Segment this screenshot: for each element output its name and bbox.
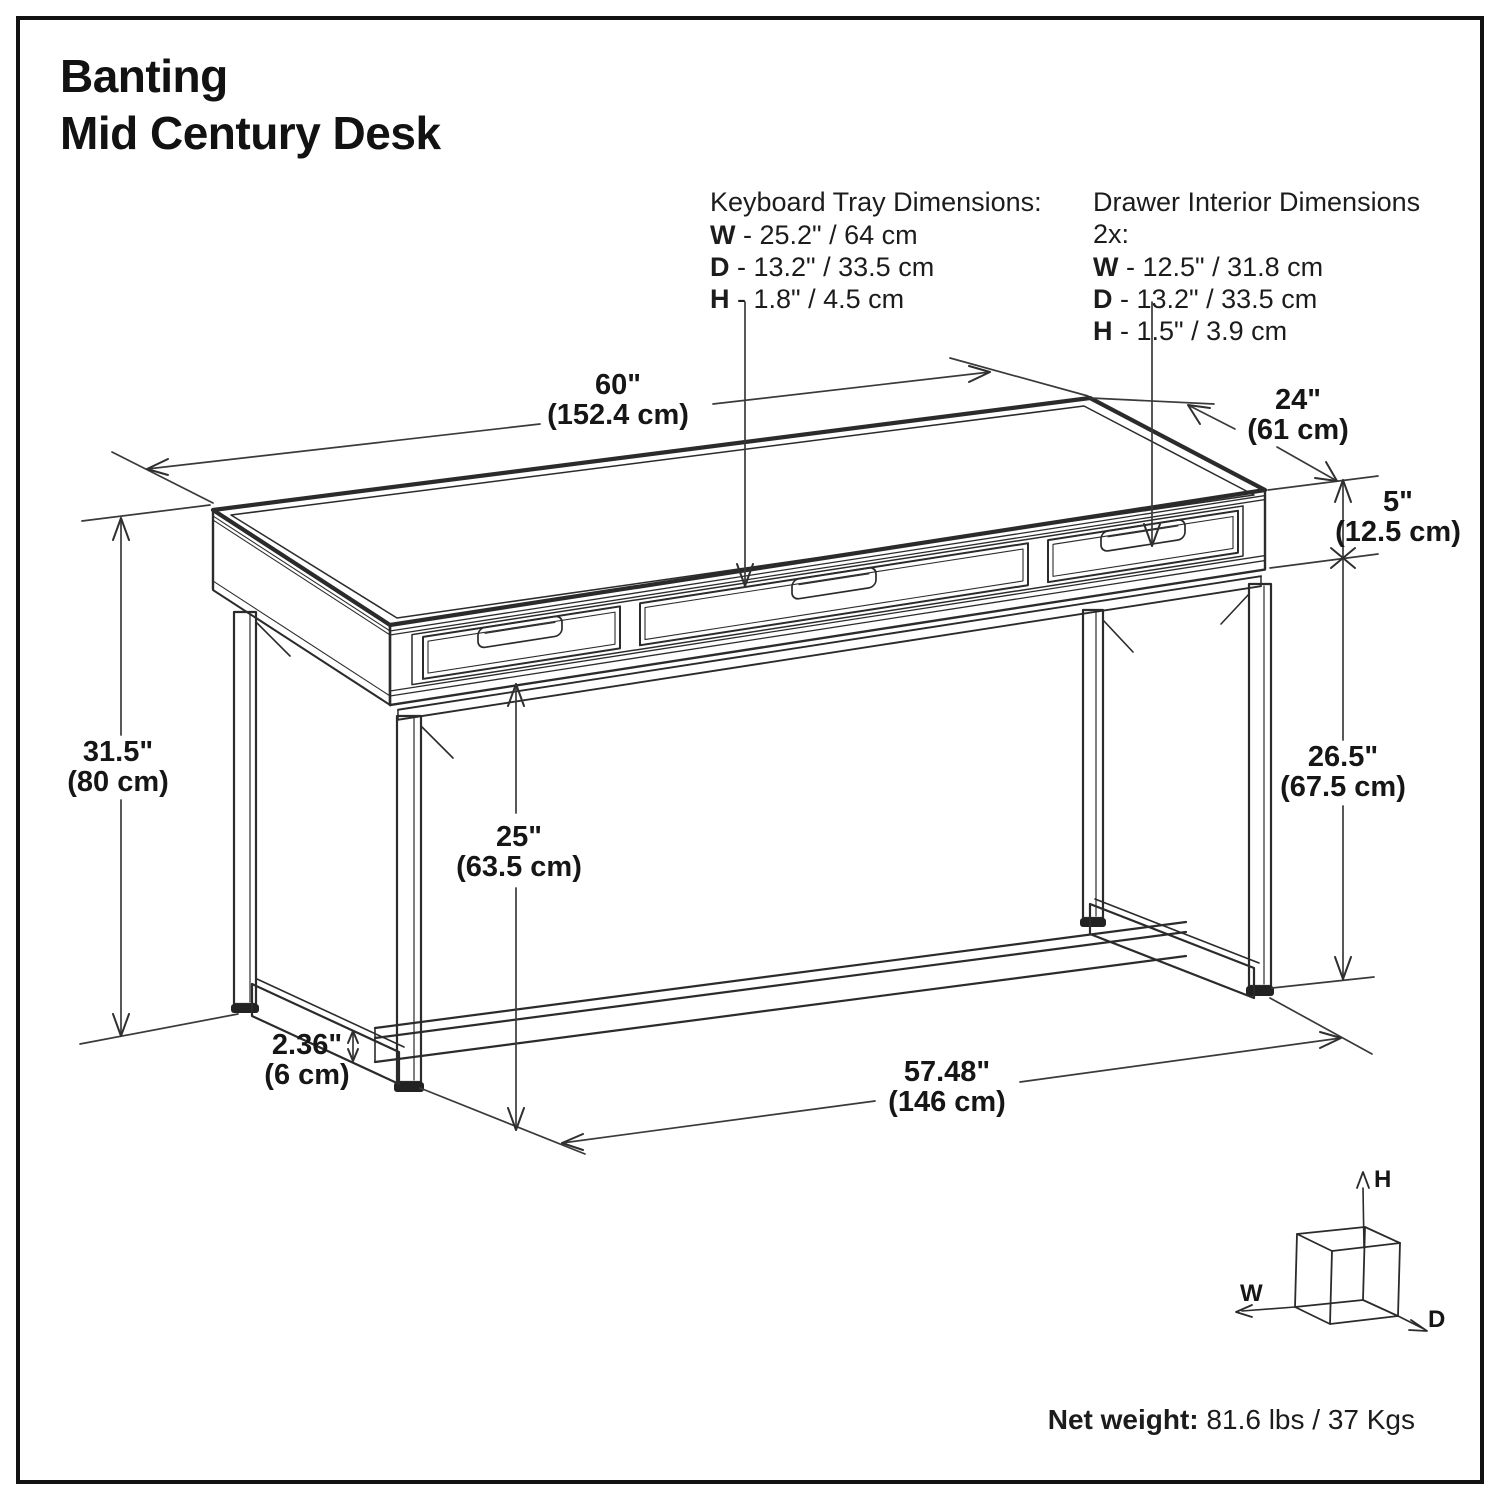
axis-label-w: W: [1240, 1280, 1263, 1307]
dimension-label-top-thickness: 5" (12.5 cm): [1335, 486, 1461, 548]
dimension-label-leg-clearance: 26.5" (67.5 cm): [1280, 741, 1406, 803]
drawer-spec-height: H - 1.5" / 3.9 cm: [1093, 316, 1288, 346]
keyboard-spec-title: Keyboard Tray Dimensions:: [710, 187, 1042, 217]
dimension-arrowheads: [112, 365, 1356, 1151]
net-weight: Net weight: 81.6 lbs / 37 Kgs: [1035, 1404, 1415, 1436]
page-title: Banting Mid Century Desk: [60, 48, 441, 162]
dimension-label-height: 31.5" (80 cm): [67, 736, 169, 798]
dimension-label-width: 60" (152.4 cm): [547, 369, 689, 431]
axis-label-d: D: [1428, 1306, 1446, 1333]
keyboard-spec-width: W - 25.2" / 64 cm: [710, 220, 918, 250]
product-type: Mid Century Desk: [60, 107, 441, 159]
dimension-label-clearance: 25" (63.5 cm): [456, 821, 582, 883]
dimension-label-base-width: 57.48" (146 cm): [888, 1056, 1006, 1118]
drawer-spec-title: Drawer Interior Dimensions 2x:: [1093, 187, 1421, 249]
center-stretcher: [373, 920, 1188, 1064]
drawer-spec-width: W - 12.5" / 31.8 cm: [1093, 252, 1324, 282]
desktop-surface-inner-bevel: [230, 405, 1255, 619]
drawer-spec-depth: D - 13.2" / 33.5 cm: [1093, 284, 1318, 314]
keyboard-tray-handle: [791, 566, 877, 600]
dimension-label-stretcher: 2.36" (6 cm): [264, 1029, 350, 1091]
keyboard-spec-depth: D - 13.2" / 33.5 cm: [710, 252, 935, 282]
drawer-right-handle: [1100, 519, 1186, 552]
axis-label-h: H: [1374, 1166, 1392, 1193]
dimension-label-depth: 24" (61 cm): [1247, 384, 1349, 446]
net-weight-label: Net weight:: [1047, 1404, 1199, 1435]
page-border: [16, 16, 1484, 1484]
product-name: Banting: [60, 50, 228, 102]
desk-left-face: [211, 508, 392, 707]
drawer-interior-spec: Drawer Interior Dimensions 2x: W - 12.5"…: [1093, 186, 1433, 347]
drawer-left-handle: [477, 615, 563, 649]
side-rails: [250, 898, 1260, 1086]
desk-outline-group: [210, 395, 1274, 1092]
axis-cube: [1235, 1171, 1428, 1332]
keyboard-spec-height: H - 1.8" / 4.5 cm: [710, 284, 905, 314]
dimension-lines: [79, 301, 1379, 1155]
keyboard-tray-spec: Keyboard Tray Dimensions: W - 25.2" / 64…: [710, 186, 1050, 315]
net-weight-value: 81.6 lbs / 37 Kgs: [1198, 1404, 1415, 1435]
